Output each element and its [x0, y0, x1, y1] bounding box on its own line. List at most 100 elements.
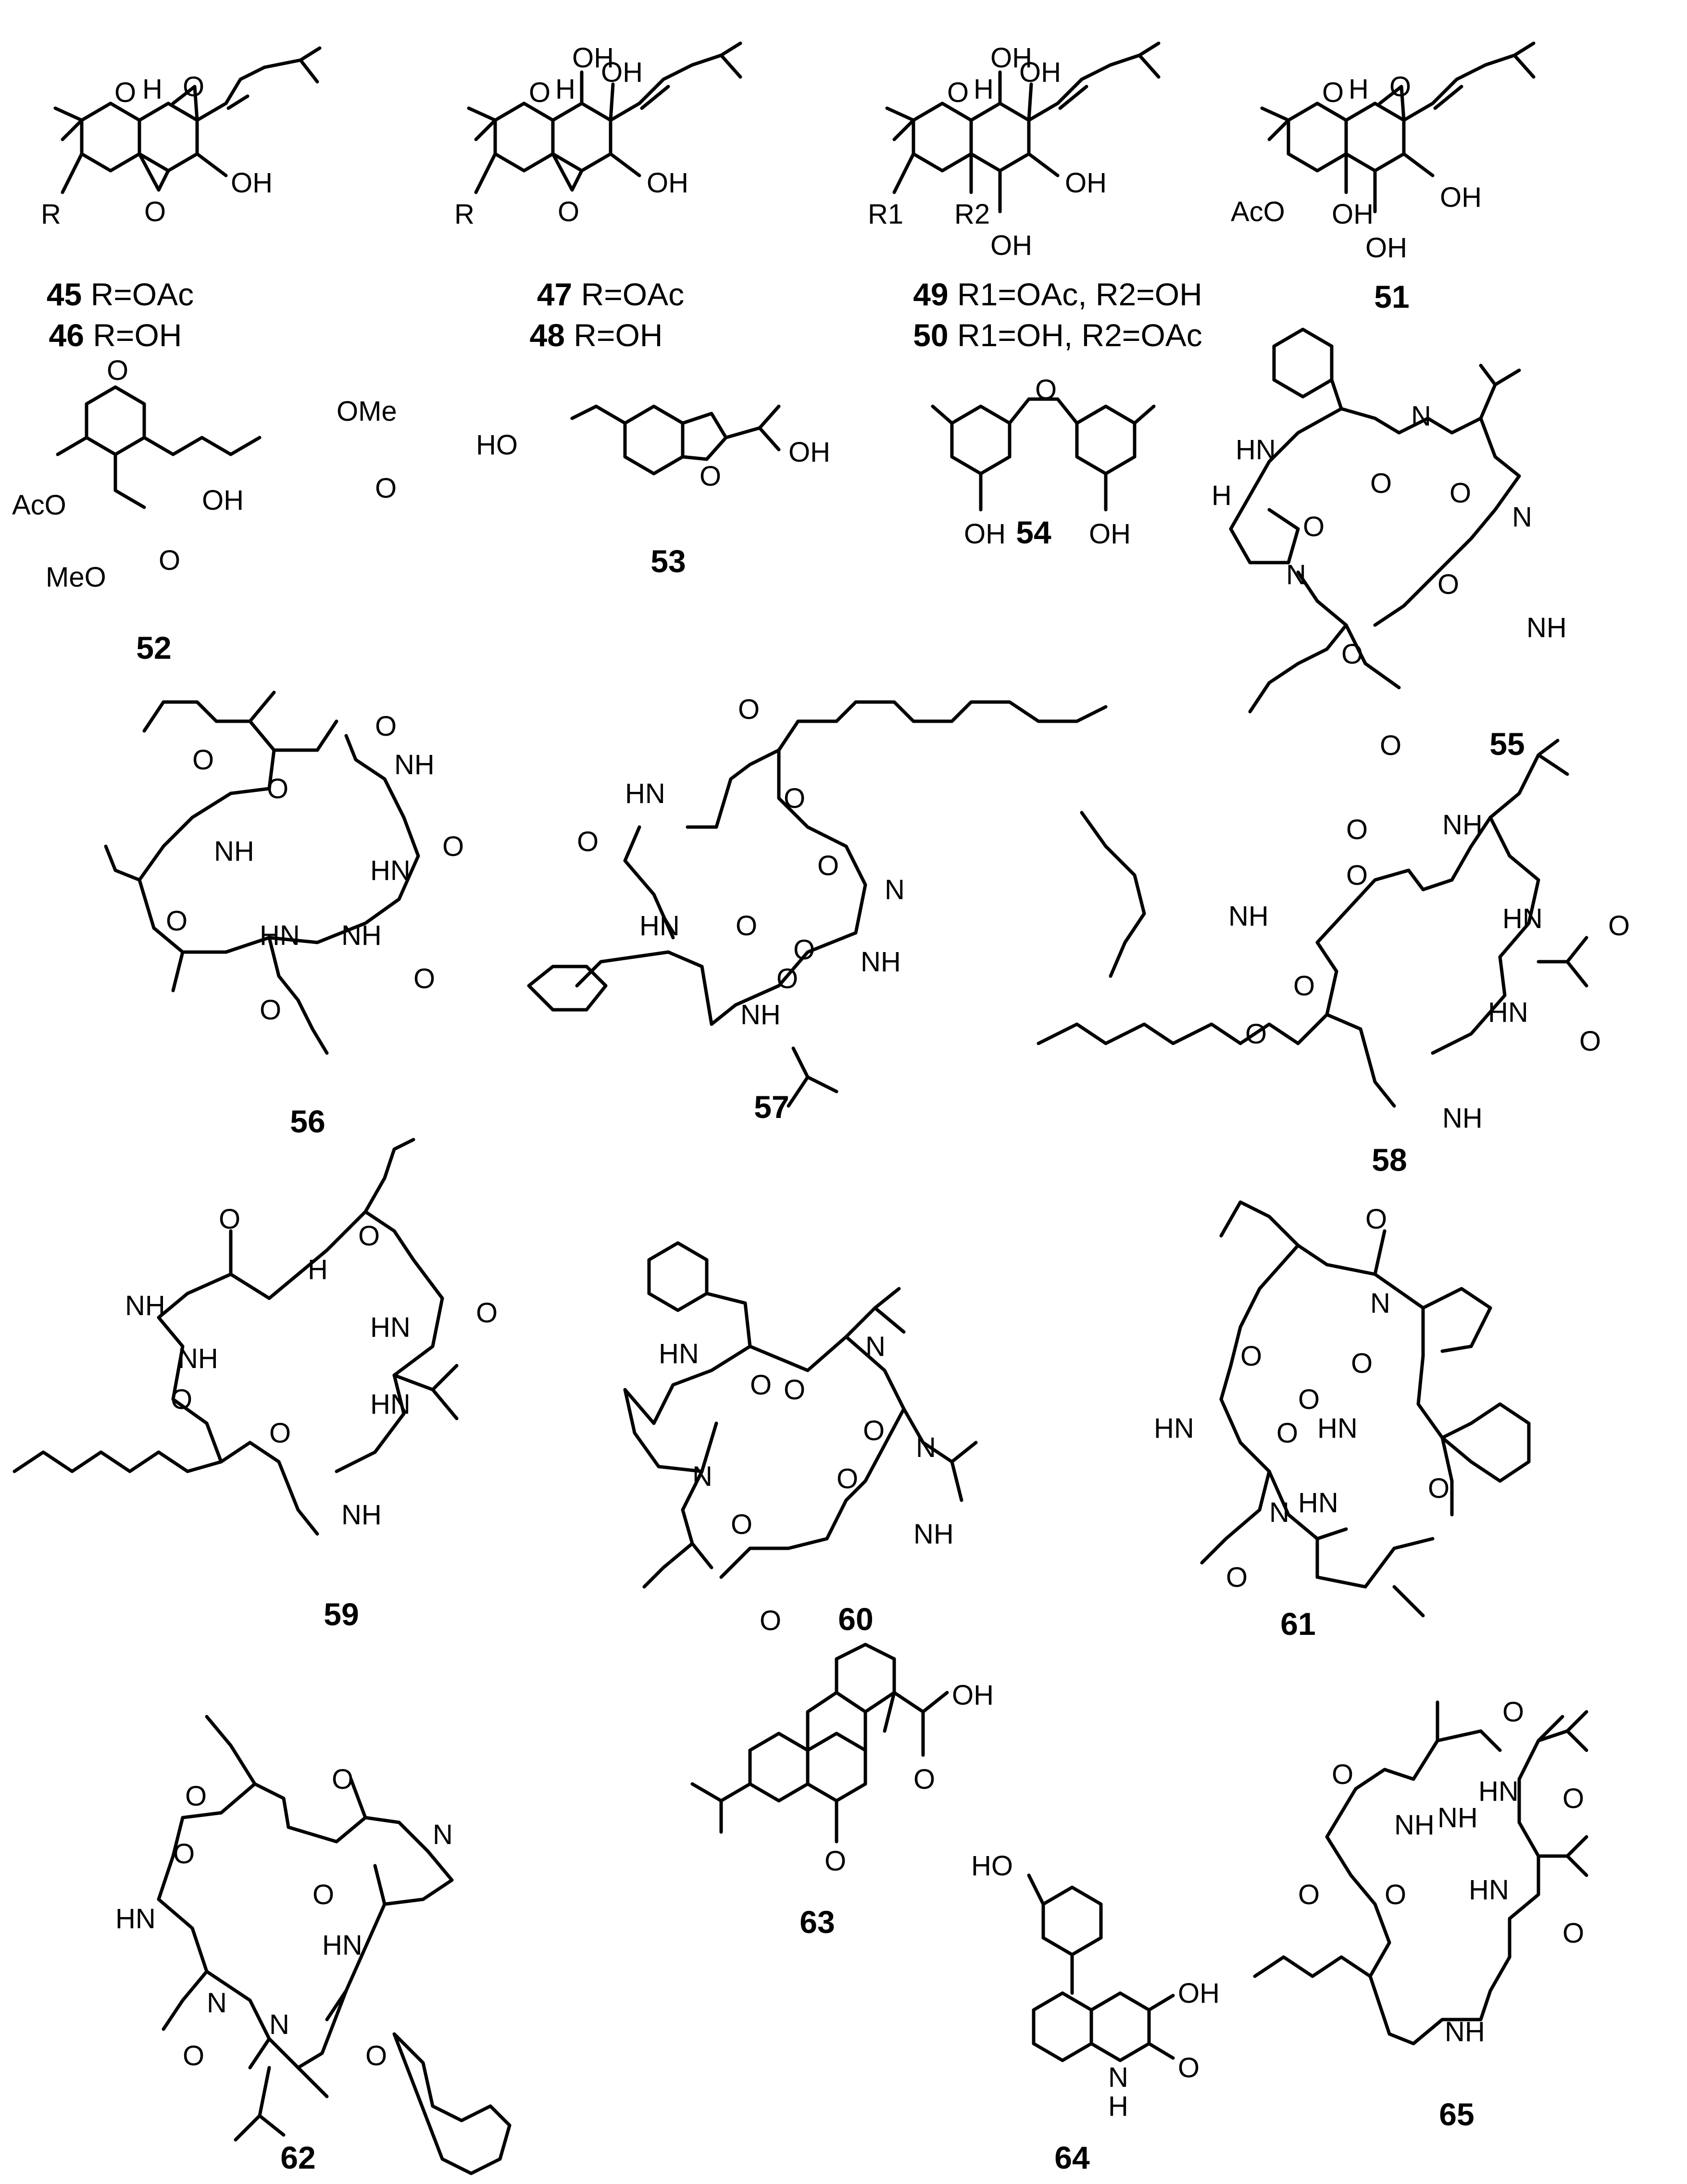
atom-62-O3: O — [173, 1838, 195, 1870]
atom-49-OH1: OH — [990, 42, 1032, 74]
compound-label-53: 53 — [650, 543, 686, 579]
structure-51: O H O AcO OH OH OH — [1231, 41, 1536, 264]
atom-58-NH3: NH — [1442, 1103, 1483, 1134]
compound-label-64: 64 — [1054, 2140, 1090, 2175]
atom-57-O2: O — [784, 783, 805, 814]
atom-57-O5: O — [736, 910, 757, 941]
atom-60-O5: O — [731, 1509, 752, 1540]
atom-57-NH2: NH — [740, 999, 781, 1030]
atom-49-R1: R1 — [868, 199, 903, 230]
atom-58-O1: O — [1346, 814, 1368, 845]
atom-47-OH2: OH — [601, 57, 643, 88]
atom-45-H: H — [142, 74, 162, 105]
atom-55-HN: HN — [1236, 434, 1276, 465]
atom-62-HN1: HN — [115, 1903, 156, 1934]
atom-49-OH3: OH — [990, 230, 1032, 261]
atom-61-N2: N — [1269, 1497, 1289, 1528]
atom-59-H: H — [308, 1254, 328, 1285]
atom-56-O6: O — [413, 963, 435, 994]
compound-label-63: 63 — [800, 1904, 835, 1940]
structure-61: O O N O O HN O HN O N HN O — [1154, 1200, 1531, 1618]
structure-58: O NH O NH HN O HN O O O NH — [1037, 739, 1630, 1134]
atom-45-OH: OH — [231, 167, 273, 199]
atom-62-HN2: HN — [322, 1930, 362, 1961]
compound-label-60: 60 — [838, 1601, 873, 1637]
atom-55-N2: N — [1512, 502, 1532, 533]
atom-47-O: O — [529, 77, 550, 108]
atom-56-NH1: NH — [394, 749, 435, 780]
atom-60-O1: O — [750, 1369, 772, 1401]
structure-59: O NH H O NH HN O HN O O NH — [12, 1138, 498, 1536]
atom-49-O: O — [947, 77, 969, 108]
atom-59-O3: O — [476, 1297, 498, 1329]
compound-label-51: 51 — [1374, 279, 1409, 314]
structure-45-46: O H O R O OH — [41, 46, 322, 230]
atom-64-N: N — [1108, 2062, 1128, 2093]
structure-56: O NH O O O NH HN O HN NH O O — [104, 690, 464, 1055]
atom-55-O5: O — [1341, 639, 1363, 670]
atom-60-O3: O — [863, 1415, 885, 1446]
atom-62-O2: O — [332, 1764, 353, 1795]
structure-65: O NH O NH HN O HN O O O NH — [1253, 1696, 1588, 2047]
atom-45-O2: O — [183, 71, 204, 102]
atom-65-NH1: NH — [1394, 1809, 1435, 1841]
compound-label-59: 59 — [324, 1596, 359, 1632]
atom-45-O1: O — [114, 77, 136, 108]
atom-45-O3: O — [144, 196, 166, 227]
atom-65-NH3: NH — [1445, 2016, 1485, 2047]
atom-55-N1: N — [1411, 401, 1431, 432]
atom-58-NH1: NH — [1442, 809, 1483, 841]
atom-58-HN1: HN — [1502, 903, 1543, 934]
compound-label-55: 55 — [1489, 726, 1525, 762]
atom-47-H: H — [555, 74, 575, 105]
atom-58-O3: O — [1608, 910, 1630, 941]
atom-65-HN1: HN — [1478, 1776, 1519, 1807]
atom-57-O3: O — [577, 826, 599, 857]
atom-45-R: R — [41, 199, 61, 230]
atom-65-O3: O — [1562, 1783, 1584, 1814]
atom-56-HN2: HN — [260, 920, 300, 951]
atom-59-HN1: HN — [370, 1312, 411, 1343]
atom-62-O4: O — [312, 1879, 334, 1910]
atom-52-O: O — [107, 355, 128, 386]
atom-54-OH1: OH — [964, 518, 1006, 550]
atom-60-HN: HN — [659, 1338, 699, 1369]
atom-55-O3: O — [1303, 511, 1325, 542]
atom-60-O2: O — [784, 1374, 805, 1406]
atom-65-HN2: HN — [1469, 1874, 1509, 1906]
atom-51-OH3: OH — [1440, 182, 1482, 213]
atom-60-N3: N — [692, 1461, 712, 1492]
atom-56-O4: O — [442, 831, 464, 862]
compound-label-52: 52 — [136, 630, 171, 665]
structure-63: OH O O — [690, 1643, 994, 1877]
atom-56-O2: O — [192, 744, 214, 776]
atom-59-NH2: NH — [178, 1343, 218, 1374]
atom-60-O6: O — [760, 1605, 781, 1636]
atom-59-O5: O — [269, 1418, 291, 1449]
atom-53-OH: OH — [788, 437, 830, 468]
atom-61-O5: O — [1276, 1418, 1298, 1449]
structure-64: HO OH N H O — [971, 1850, 1220, 2122]
atom-55-NH: NH — [1526, 612, 1567, 643]
atom-58-O4: O — [1293, 970, 1315, 1002]
atom-59-O4: O — [171, 1384, 192, 1415]
compound-label-56: 56 — [290, 1104, 325, 1139]
atom-51-OH1: OH — [1332, 199, 1374, 230]
atom-52-OMe: OMe — [337, 396, 397, 427]
atom-49-H: H — [974, 74, 994, 105]
atom-55-O2: O — [1450, 477, 1471, 509]
compound-label-65: 65 — [1439, 2096, 1474, 2132]
atom-61-O3: O — [1298, 1384, 1320, 1415]
atom-47-OH1: OH — [572, 42, 614, 74]
atom-65-O6: O — [1562, 1918, 1584, 1949]
atom-53-O: O — [700, 461, 721, 492]
atom-61-HN1: HN — [1154, 1413, 1194, 1444]
atom-51-OH2: OH — [1365, 232, 1407, 264]
atom-63-O2: O — [825, 1845, 846, 1877]
atom-61-HN3: HN — [1298, 1487, 1338, 1519]
atom-57-O6: O — [793, 934, 815, 966]
atom-56-O5: O — [166, 905, 187, 937]
atom-52-AcO: AcO — [12, 490, 66, 521]
atom-58-O6: O — [1579, 1026, 1601, 1057]
atom-65-O2: O — [1502, 1696, 1524, 1728]
